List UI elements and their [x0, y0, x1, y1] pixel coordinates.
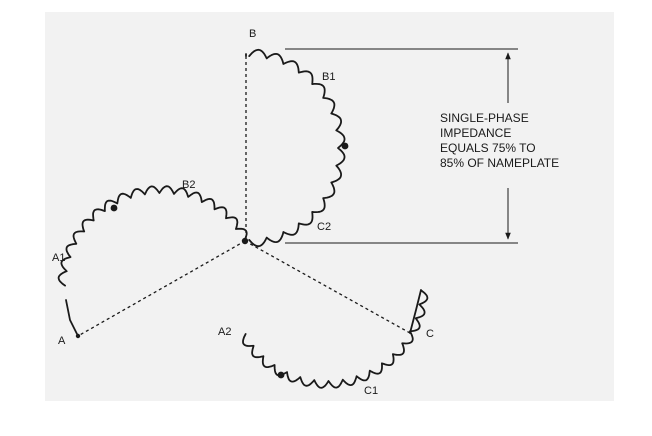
c-coil-midpoint-dot: [277, 371, 285, 379]
dashed-line-a: [77, 240, 246, 337]
label-a2: A2: [218, 326, 231, 338]
coil-c-winding: [242, 289, 429, 389]
coil-a-winding: [57, 185, 248, 287]
note-line-3: EQUALS 75% TO: [440, 141, 536, 155]
a-coil-midpoint-dot: [110, 204, 118, 212]
b-coil-midpoint-dot: [341, 142, 349, 150]
diagram-panel: [45, 12, 614, 401]
label-c1: C1: [364, 385, 378, 397]
label-b1: B1: [322, 71, 335, 83]
dashed-line-c: [244, 240, 411, 334]
lead-a: [65, 299, 79, 337]
label-c: C: [426, 328, 434, 340]
label-b: B: [249, 28, 256, 40]
coil-b-winding: [248, 48, 346, 248]
lead-c: [409, 289, 422, 334]
label-c2: C2: [317, 221, 331, 233]
label-a: A: [58, 335, 66, 347]
note-line-2: IMPEDANCE: [440, 126, 511, 140]
label-a1: A1: [52, 252, 65, 264]
note-line-1: SINGLE-PHASE: [440, 111, 529, 125]
label-b2: B2: [182, 179, 195, 191]
terminal-a-dot: [75, 333, 81, 339]
neutral-junction-dot: [241, 237, 249, 245]
note-line-4: 85% OF NAMEPLATE: [440, 156, 559, 170]
